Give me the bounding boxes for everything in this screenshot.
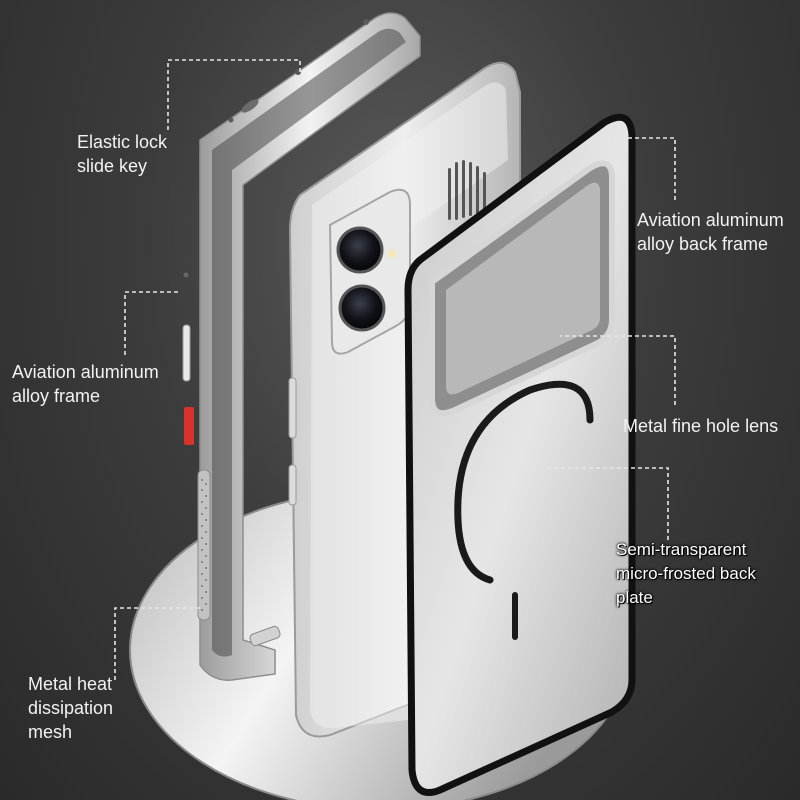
callout-alloy-frame: Aviation aluminum alloy frame xyxy=(12,362,159,406)
callout-leaders xyxy=(114,59,676,680)
heat-mesh-strip xyxy=(197,469,211,621)
magsafe-slot xyxy=(512,592,518,640)
callout-back-frame: Aviation aluminum alloy back frame xyxy=(637,210,784,254)
bumper-frame xyxy=(182,12,421,681)
callout-back-plate: Semi-transparent micro-frosted back plat… xyxy=(616,540,756,607)
accent-button xyxy=(184,407,194,445)
camera-lens-top xyxy=(336,226,384,274)
speaker-grille xyxy=(448,160,486,220)
back-plate xyxy=(404,113,636,796)
camera-lens-bottom xyxy=(338,284,386,332)
callout-elastic-lock: Elastic lock slide key xyxy=(77,132,168,176)
callout-heat-mesh: Metal heat dissipation mesh xyxy=(28,674,114,742)
callout-fine-hole-lens: Metal fine hole lens xyxy=(623,416,779,436)
magsafe-ring xyxy=(454,380,594,584)
